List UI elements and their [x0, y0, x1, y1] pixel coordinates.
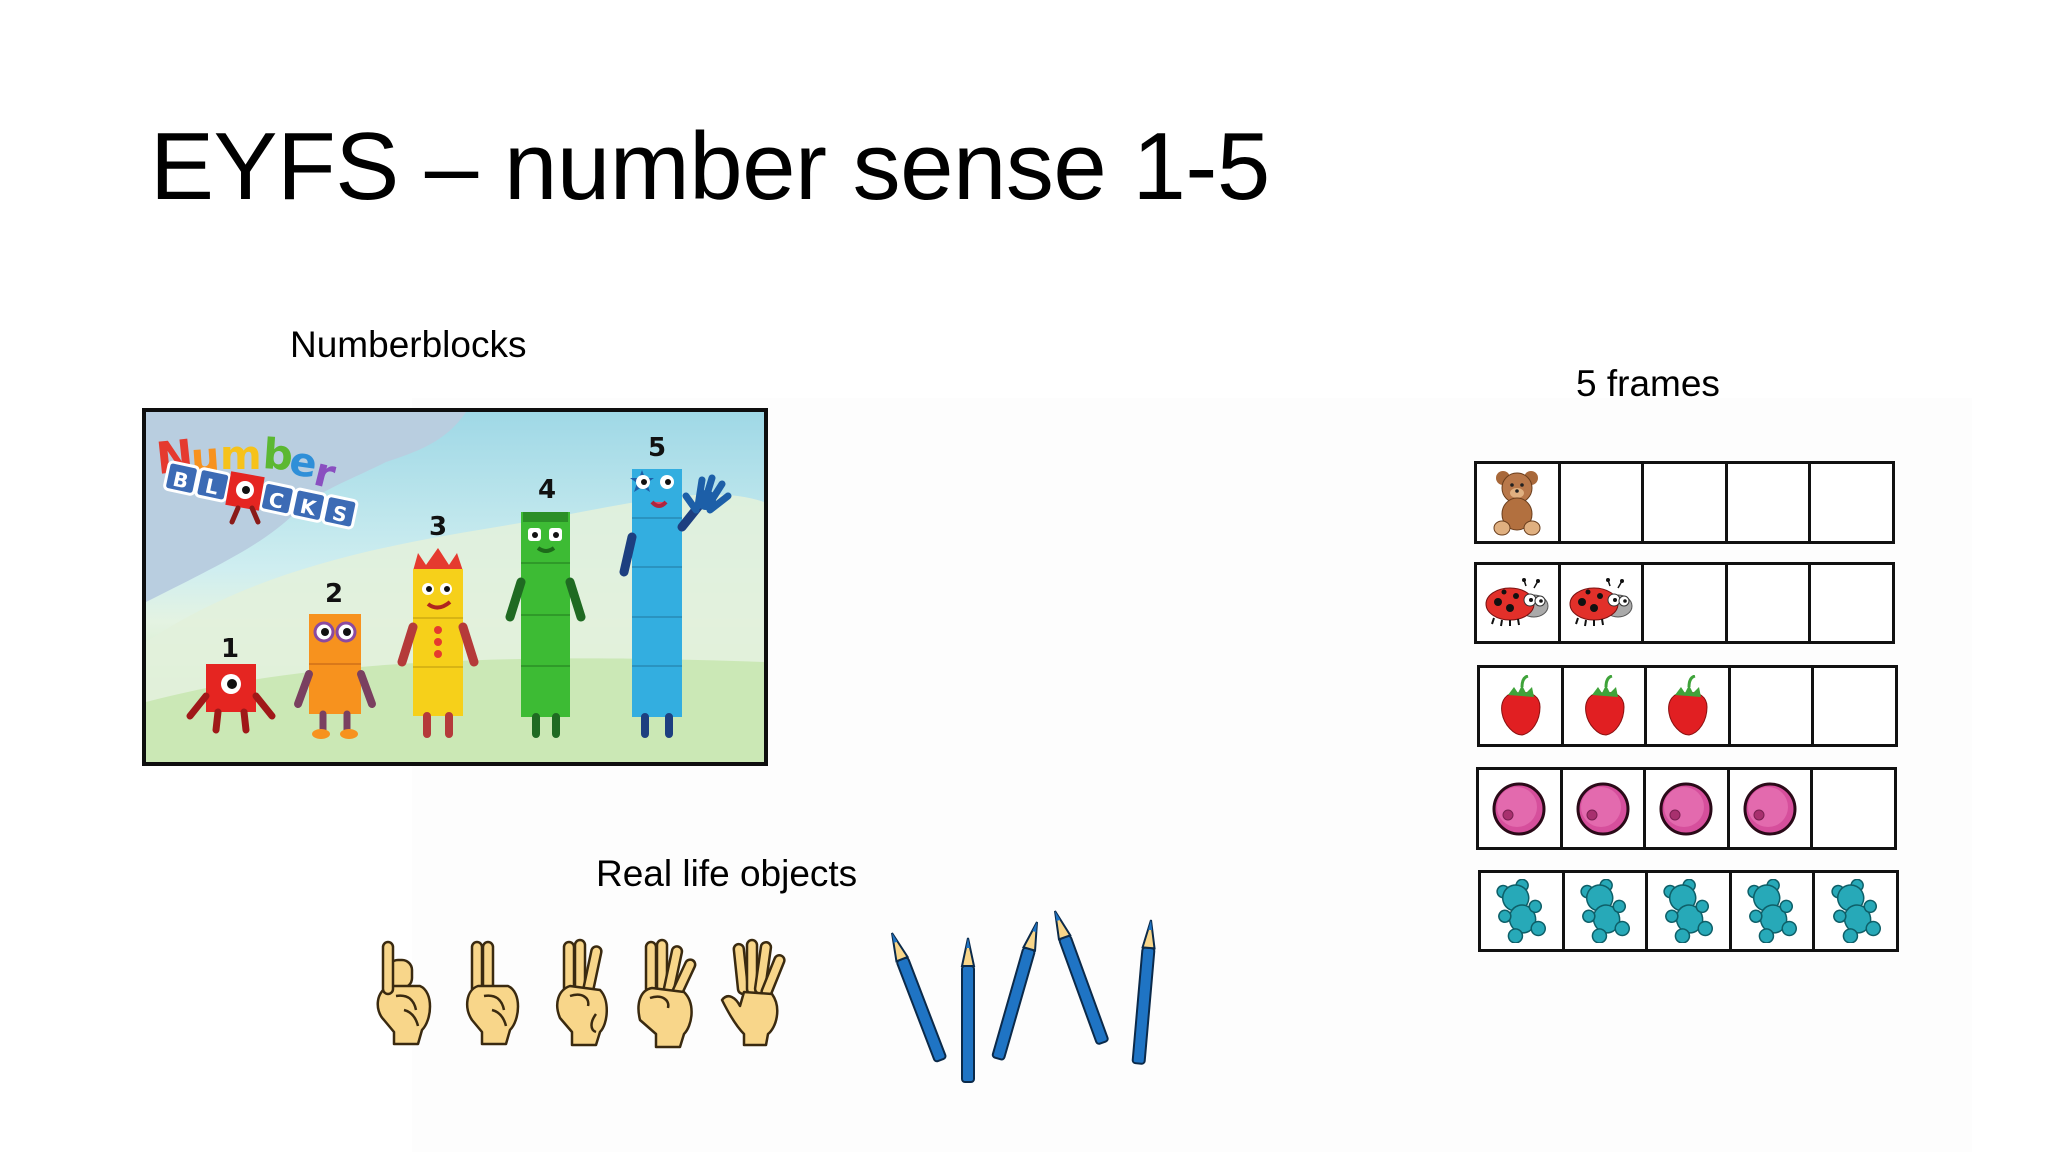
gummy-bear-icon: [1831, 879, 1881, 943]
ladybird-icon: [1485, 578, 1549, 627]
five-frame-row-pink-ball: [1476, 767, 1897, 850]
frame-cell: [1477, 464, 1561, 541]
svg-text:S: S: [330, 501, 349, 527]
svg-text:1: 1: [221, 634, 239, 664]
frame-cell: [1644, 464, 1728, 541]
frame-cell: [1813, 770, 1894, 847]
frame-cell: [1730, 770, 1814, 847]
svg-text:L: L: [203, 474, 221, 500]
numberblock-five: 5: [619, 433, 732, 738]
frame-cell: [1731, 668, 1815, 744]
numberblock-two: 2: [294, 579, 376, 739]
five-frame-row-strawberry: [1477, 665, 1898, 747]
gummy-bear-icon: [1580, 879, 1630, 943]
pink-ball-icon: [1576, 782, 1630, 835]
frame-cell: [1644, 565, 1728, 641]
frame-cell: [1811, 464, 1892, 541]
gummy-bear-icon: [1663, 879, 1714, 943]
hand-four-fingers-icon: [637, 938, 697, 1049]
frame-cell: [1481, 873, 1565, 949]
frame-cell: [1646, 770, 1730, 847]
frame-cell: [1565, 873, 1649, 949]
pencil-icon: [1131, 919, 1156, 1065]
frame-cell: [1563, 770, 1647, 847]
strawberry-icon: [1668, 675, 1708, 736]
teddy-bear-icon: [1493, 470, 1541, 535]
numberblock-one: 1: [186, 634, 276, 734]
numberblocks-image: N u m b e r B L C K S 1: [142, 408, 768, 766]
hand-one-finger-icon: [376, 940, 432, 1046]
numberblock-four: 4: [505, 475, 586, 738]
gummy-bear-icon: [1747, 879, 1798, 943]
hand-three-fingers-icon: [556, 938, 608, 1047]
frame-cell: [1648, 873, 1732, 949]
svg-text:K: K: [298, 494, 320, 521]
numberblocks-logo: N u m b e r B L C K S: [154, 429, 359, 530]
hand-five-fingers-icon: [720, 938, 786, 1047]
svg-text:5: 5: [648, 433, 666, 463]
five-frames-label: 5 frames: [1576, 363, 1720, 404]
pencils-group: [891, 910, 1156, 1083]
frame-cell: [1811, 565, 1892, 641]
frame-cell: [1728, 464, 1812, 541]
frame-cell: [1732, 873, 1816, 949]
real-life-objects-image: [376, 910, 1156, 1083]
pencil-icon: [1054, 910, 1109, 1045]
frame-cell: [1479, 770, 1563, 847]
strawberry-icon: [1585, 675, 1625, 736]
frame-cell: [1815, 873, 1896, 949]
five-frame-row-ladybird: [1474, 562, 1895, 644]
pink-ball-icon: [1659, 782, 1713, 835]
real-life-objects-label: Real life objects: [596, 853, 858, 894]
pencil-icon: [960, 937, 976, 1083]
gummy-bear-icon: [1496, 879, 1547, 943]
frame-cell: [1561, 565, 1645, 641]
frame-cell: [1477, 565, 1561, 641]
svg-text:2: 2: [325, 579, 343, 609]
svg-text:b: b: [261, 429, 294, 480]
pencil-icon: [991, 921, 1038, 1061]
svg-text:e: e: [287, 438, 320, 487]
frame-cell: [1561, 464, 1645, 541]
numberblocks-label: Numberblocks: [290, 324, 527, 365]
numberblock-three: 3: [397, 512, 479, 738]
slide-title: EYFS – number sense 1-5: [150, 113, 1270, 220]
pencil-icon: [891, 932, 947, 1063]
ladybird-icon: [1569, 578, 1633, 627]
five-frame-row-gummy-bear: [1478, 870, 1899, 952]
svg-text:m: m: [220, 433, 262, 479]
svg-text:4: 4: [538, 475, 556, 505]
strawberry-icon: [1501, 675, 1541, 736]
frame-cell: [1480, 668, 1564, 744]
frame-cell: [1647, 668, 1731, 744]
hand-two-fingers-icon: [465, 940, 520, 1046]
frame-cell: [1564, 668, 1648, 744]
pink-ball-icon: [1492, 782, 1546, 835]
svg-text:C: C: [267, 487, 286, 514]
pink-ball-icon: [1743, 782, 1797, 835]
five-frame-row-teddy: [1474, 461, 1895, 544]
svg-text:B: B: [171, 467, 191, 494]
frame-cell: [1814, 668, 1895, 744]
frame-cell: [1728, 565, 1812, 641]
svg-text:3: 3: [429, 512, 447, 542]
